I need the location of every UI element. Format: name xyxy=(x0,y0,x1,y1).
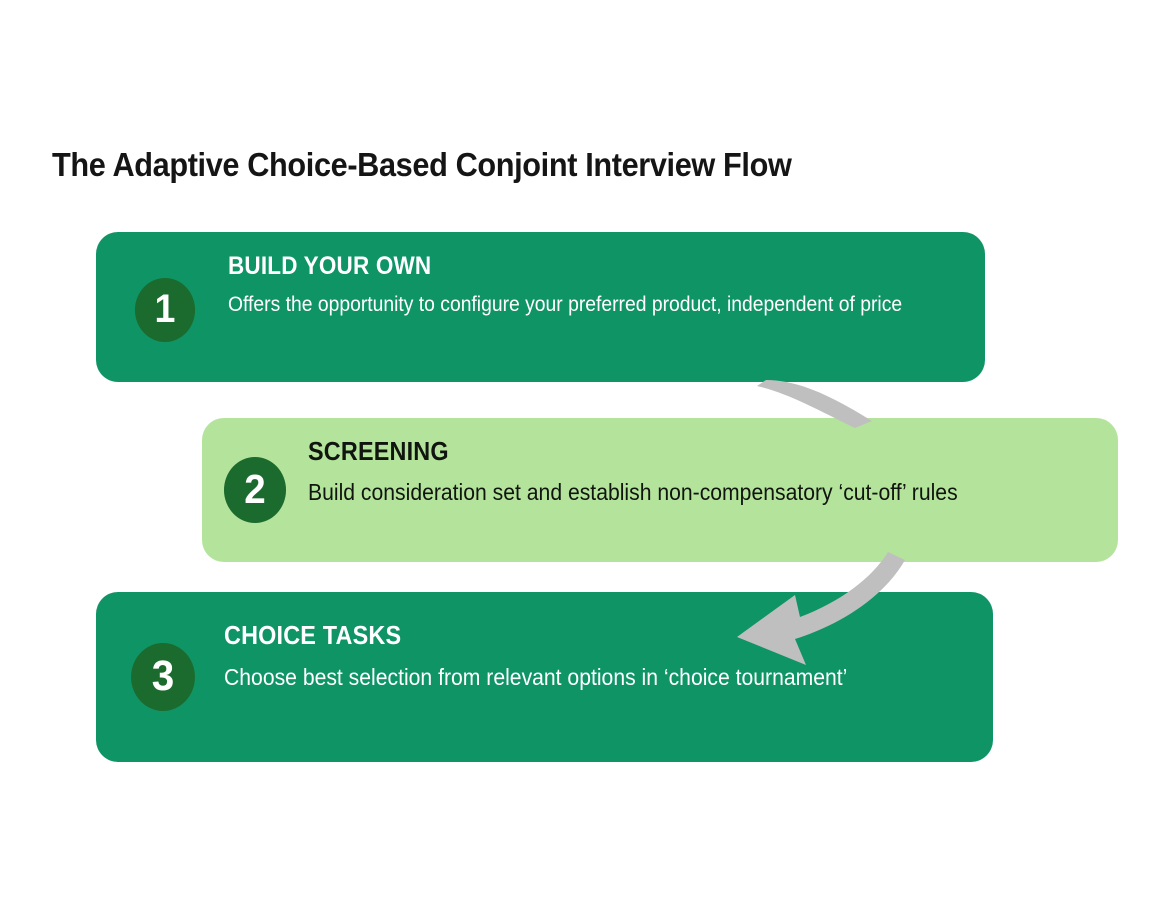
step-number-1: 1 xyxy=(154,287,176,331)
step-description-1: Offers the opportunity to configure your… xyxy=(228,293,903,316)
step-heading-1: BUILD YOUR OWN xyxy=(228,252,432,280)
step-number-3: 3 xyxy=(151,651,175,700)
step-badge-1: 1 xyxy=(134,278,196,342)
step-description-3: Choose best selection from relevant opti… xyxy=(224,664,848,690)
step-heading-3: CHOICE TASKS xyxy=(224,620,402,650)
step-box-2 xyxy=(202,418,1118,562)
step-badge-3: 3 xyxy=(131,643,195,711)
step-box-1 xyxy=(96,232,985,382)
page-title: The Adaptive Choice-Based Conjoint Inter… xyxy=(52,146,792,183)
step-text-1: BUILD YOUR OWN Offers the opportunity to… xyxy=(228,252,968,319)
step-number-2: 2 xyxy=(244,465,266,512)
step-text-2: SCREENING Build consideration set and es… xyxy=(308,436,1108,507)
step-text-3: CHOICE TASKS Choose best selection from … xyxy=(224,620,964,692)
step-badge-2: 2 xyxy=(223,457,287,523)
step-description-2: Build consideration set and establish no… xyxy=(308,479,958,505)
step-heading-2: SCREENING xyxy=(308,436,449,466)
